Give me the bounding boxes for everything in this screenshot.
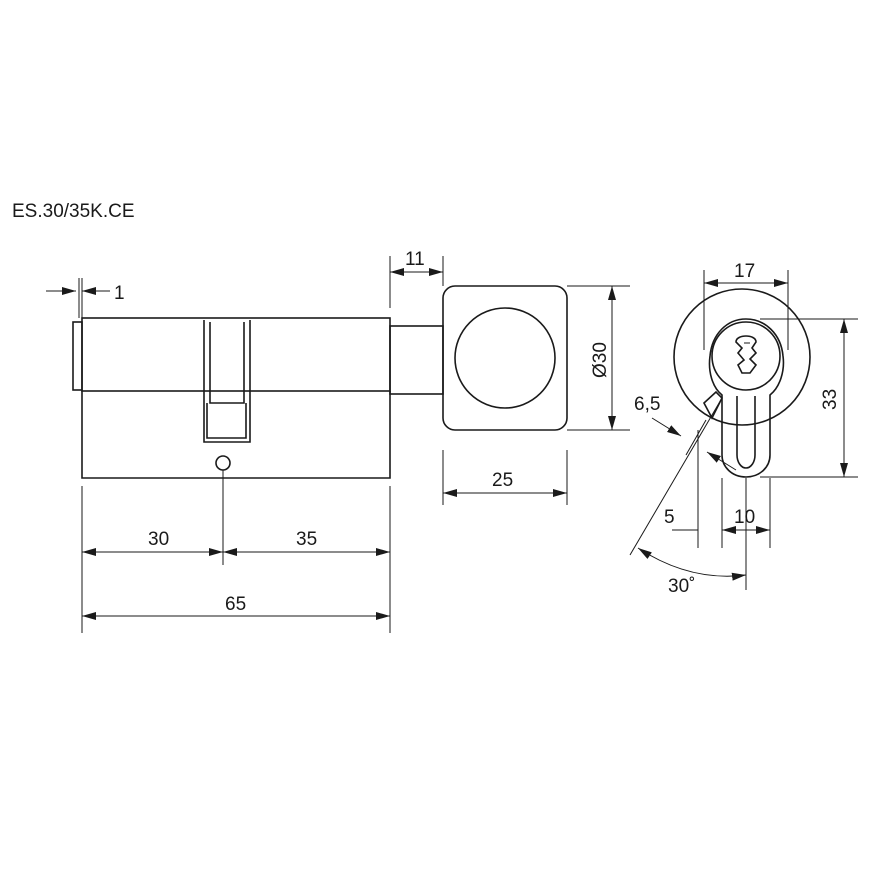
dimension-cam-width: 6,5 [629, 394, 737, 556]
dimension-total-length: 65 [225, 594, 246, 615]
dimension-lengths: 30 35 65 [81, 470, 391, 633]
dimension-offsets: 5 10 [664, 430, 771, 548]
dimension-right-length: 35 [296, 529, 317, 550]
dimension-knob-diameter: Ø30 [567, 285, 630, 431]
cylinder-profile [673, 288, 811, 478]
svg-text:25: 25 [492, 470, 513, 491]
svg-text:30˚: 30˚ [668, 576, 695, 597]
dimension-angle: 30˚ [637, 478, 747, 597]
svg-text:11: 11 [405, 249, 425, 270]
svg-text:17: 17 [734, 261, 755, 282]
thumb-turn-knob [389, 285, 568, 431]
dimension-offset-10: 10 [734, 507, 755, 528]
dimension-profile-height: 33 [760, 318, 858, 478]
dimension-shaft-length: 11 [389, 249, 444, 308]
svg-text:Ø30: Ø30 [590, 342, 611, 378]
dimension-knob-width: 25 [442, 450, 568, 505]
dimension-offset-5: 5 [664, 507, 675, 528]
svg-text:6,5: 6,5 [634, 394, 660, 415]
drawing-title: ES.30/35K.CE [12, 201, 135, 222]
cylinder-body [72, 317, 391, 479]
dimension-profile-width: 17 [703, 261, 789, 350]
dimension-tip-offset: 1 [46, 278, 125, 318]
svg-text:33: 33 [820, 389, 841, 410]
dimension-left-length: 30 [148, 529, 169, 550]
svg-text:1: 1 [114, 283, 125, 304]
